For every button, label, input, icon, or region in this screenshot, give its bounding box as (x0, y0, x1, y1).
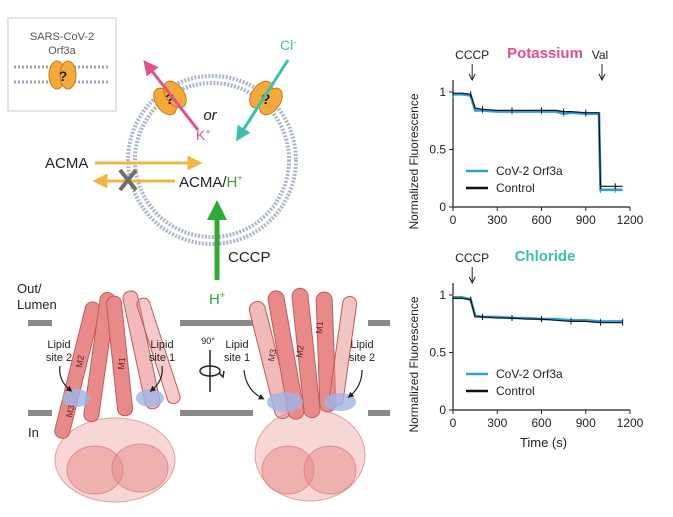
chloride-series-control-line (453, 297, 623, 324)
potassium-efflux-arrow (143, 60, 200, 131)
chloride-x-tick-label: 900 (576, 416, 596, 430)
inset-channel-icon (48, 60, 77, 90)
acma-inside-label: ACMA/H+ (179, 173, 243, 191)
inset-question-mark: ? (59, 68, 68, 84)
transmembrane-helices-right (248, 287, 358, 420)
inset-title-line2: Orf3a (48, 45, 76, 57)
potassium-x-tick-label: 1200 (617, 213, 644, 227)
cytosolic-domain-right (254, 408, 366, 502)
blocked-efflux-cross-icon (118, 168, 138, 192)
potassium-chart-title: Potassium (507, 45, 583, 62)
left-lipid-site2-line1: Lipid (47, 339, 70, 351)
chloride-annotation-arrowhead (468, 276, 476, 285)
potassium-legend-control-label: Control (496, 181, 535, 195)
left-site1-pointer (149, 365, 163, 392)
structure-panel: Out/ Lumen In (17, 281, 390, 503)
potassium-x-tick-label: 300 (487, 213, 507, 227)
channel-right-question: ? (261, 91, 270, 108)
helix-label-m3-right: M3 (266, 348, 278, 362)
potassium-y-tick-label: 0 (439, 200, 446, 214)
chloride-x-tick-label: 0 (450, 416, 457, 430)
potassium-annotation-label: CCCP (455, 48, 489, 62)
orf3a-inset: SARS-CoV-2 Orf3a ? (7, 17, 117, 112)
chloride-x-axis-label: Time (s) (520, 435, 567, 450)
out-lumen-label-line1: Out/ (17, 281, 42, 296)
right-lipid-site1-line2: site 1 (224, 352, 250, 364)
left-lipid-site2-line2: site 2 (46, 352, 72, 364)
chloride-legend-control-label: Control (496, 384, 535, 398)
chloride-series-orf3a-line (453, 295, 623, 323)
right-lipid-site2-line2: site 2 (349, 352, 375, 364)
channel-left-question: ? (165, 91, 174, 108)
potassium-x-tick-label: 900 (576, 213, 596, 227)
potassium-annotation-label: Val (592, 48, 608, 62)
potassium-y-tick-label: 0.5 (429, 143, 446, 157)
chloride-y-tick-label: 0.5 (429, 346, 446, 360)
chloride-chart: Chloride 0 0.5 1 0 300 600 900 1200 Normalized Fl… (407, 248, 644, 450)
chloride-y-tick-label: 1 (439, 288, 446, 302)
in-label: In (28, 425, 39, 440)
left-site2-pointer (59, 365, 73, 392)
helix-label-m2-right: M2 (294, 344, 306, 358)
chloride-legend-orf3a-label: CoV-2 Orf3a (496, 367, 563, 381)
left-lipid-site1-line1: Lipid (150, 339, 173, 351)
potassium-annotation-arrowhead (468, 73, 476, 82)
chloride-chart-title: Chloride (515, 248, 576, 265)
helix-label-m1-right: M1 (314, 321, 325, 334)
potassium-chart: Potassium 0 0.5 1 0 300 600 900 1200 Normalized F… (407, 45, 644, 230)
chloride-x-tick-label: 300 (487, 416, 507, 430)
left-lipid-site1-line2: site 1 (149, 352, 175, 364)
chloride-x-tick-label: 600 (531, 416, 551, 430)
chloride-y-tick-label: 0 (439, 403, 446, 417)
out-lumen-label-line2: Lumen (17, 297, 57, 312)
or-label: or (203, 107, 217, 124)
helix-label-m3-left: M3 (64, 404, 76, 418)
right-site1-pointer (243, 369, 265, 400)
potassium-y-tick-label: 1 (439, 85, 446, 99)
helix-label-m2-left: M2 (74, 354, 86, 368)
right-lipid-site2-line1: Lipid (350, 339, 373, 351)
proton-outside-label: H+ (209, 290, 225, 308)
chloride-label: Cl- (280, 37, 296, 53)
right-lipid-site1-line1: Lipid (225, 339, 248, 351)
potassium-annotation-arrowhead (598, 73, 606, 82)
potassium-y-axis-label: Normalized Fluorescence (407, 93, 421, 229)
potassium-label: K+ (196, 127, 211, 143)
liposome-inner-leaflet (133, 81, 291, 239)
protein-structure-left: M2 M1 M3 (54, 290, 181, 503)
potassium-x-tick-label: 600 (531, 213, 551, 227)
inset-title-line1: SARS-CoV-2 (30, 31, 94, 43)
potassium-x-tick-label: 0 (450, 213, 457, 227)
cytosolic-domain-left (54, 417, 176, 503)
acma-outside-label: ACMA (45, 155, 88, 172)
membrane-boundary-lines (28, 320, 390, 416)
liposome-outer-leaflet (126, 74, 298, 246)
protein-structure-right: M3 M2 M1 (248, 287, 366, 502)
chloride-influx-arrow (235, 59, 290, 142)
chloride-annotation-label: CCCP (455, 251, 489, 265)
rotation-degree-label: 90° (201, 336, 215, 346)
liposome-schematic: ? ? K+ Cl- or ACMA ACMA/H+ CCCP H+ (45, 37, 298, 308)
lipid-density-left (62, 389, 164, 407)
cccp-label: CCCP (228, 249, 271, 266)
chloride-x-tick-label: 1200 (617, 416, 644, 430)
helix-label-m1-left: M1 (116, 357, 127, 370)
rotation-icon: 90° (199, 336, 225, 392)
potassium-legend-orf3a-label: CoV-2 Orf3a (496, 164, 563, 178)
chloride-y-axis-label: Normalized Fluorescence (407, 296, 421, 432)
right-site2-pointer (347, 369, 363, 398)
